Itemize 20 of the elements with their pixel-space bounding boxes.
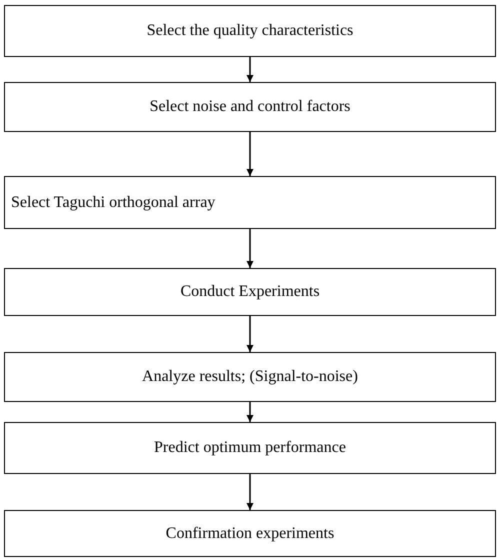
arrow [246, 229, 254, 268]
arrow [246, 474, 254, 510]
process-box [4, 5, 496, 57]
process-box [4, 82, 496, 132]
process-box [4, 352, 496, 402]
process-box [4, 268, 496, 316]
process-box [4, 176, 496, 229]
step-label: Select noise and control factors [148, 98, 352, 116]
arrow [246, 57, 254, 82]
process-box [4, 422, 496, 474]
arrow [246, 316, 254, 352]
step-label: Analyze results; (Signal-to-noise) [141, 368, 359, 386]
process-box [4, 510, 496, 557]
step-label: Conduct Experiments [179, 283, 321, 301]
arrow [246, 132, 254, 176]
step-label: Predict optimum performance [153, 439, 347, 457]
arrow [246, 402, 254, 422]
step-label: Confirmation experiments [164, 524, 336, 542]
step-label: Select Taguchi orthogonal array [11, 194, 216, 212]
step-label: Select the quality characteristics [146, 22, 354, 40]
